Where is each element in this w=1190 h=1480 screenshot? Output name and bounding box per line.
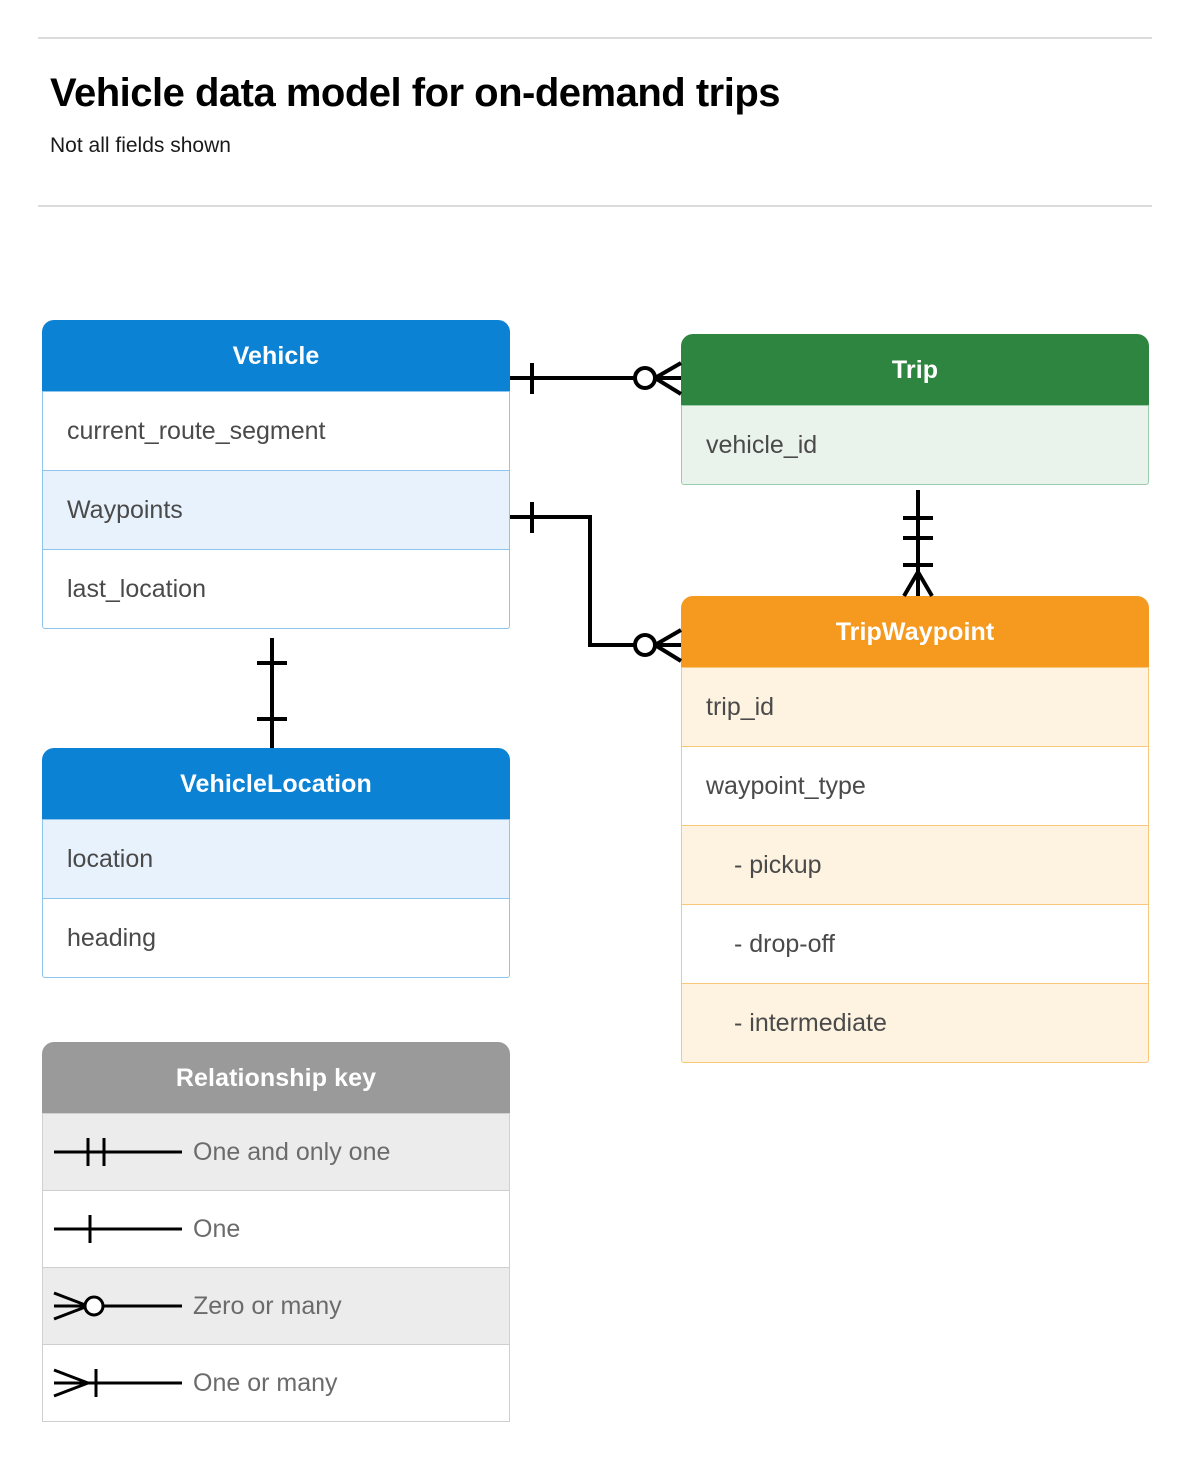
connector-trip-tripwaypoint <box>902 490 934 598</box>
field-row[interactable]: vehicle_id <box>681 405 1149 485</box>
legend-item-one: One <box>42 1190 510 1268</box>
field-row[interactable]: - intermediate <box>681 983 1149 1063</box>
one-icon <box>43 1209 193 1249</box>
entity-trip-fields: vehicle_id <box>681 405 1149 485</box>
field-row[interactable]: heading <box>42 898 510 978</box>
field-row[interactable]: - drop-off <box>681 904 1149 984</box>
entity-tripwaypoint[interactable]: TripWaypoint trip_id waypoint_type - pic… <box>681 596 1149 1063</box>
page-subtitle: Not all fields shown <box>50 134 231 157</box>
one-and-only-one-icon <box>43 1132 193 1172</box>
entity-vehiclelocation[interactable]: VehicleLocation location heading <box>42 748 510 978</box>
connector-vehicle-vehiclelocation <box>257 638 287 748</box>
one-or-many-icon <box>43 1363 193 1403</box>
field-row[interactable]: - pickup <box>681 825 1149 905</box>
field-row[interactable]: last_location <box>42 549 510 629</box>
page-title: Vehicle data model for on-demand trips <box>50 71 781 115</box>
field-row[interactable]: location <box>42 819 510 899</box>
legend-item-label: One and only one <box>193 1137 391 1166</box>
header-rule-bottom <box>38 205 1152 207</box>
field-row[interactable]: Waypoints <box>42 470 510 550</box>
field-row[interactable]: trip_id <box>681 667 1149 747</box>
legend-rows: One and only one One Zero <box>42 1113 510 1422</box>
entity-vehicle[interactable]: Vehicle current_route_segment Waypoints … <box>42 320 510 629</box>
entity-vehiclelocation-fields: location heading <box>42 819 510 978</box>
entity-trip-title: Trip <box>681 334 1149 406</box>
header-rule-top <box>38 37 1152 39</box>
entity-tripwaypoint-fields: trip_id waypoint_type - pickup - drop-of… <box>681 667 1149 1063</box>
field-row[interactable]: current_route_segment <box>42 391 510 471</box>
relationship-key-legend: Relationship key One and only one One <box>42 1042 510 1422</box>
entity-trip[interactable]: Trip vehicle_id <box>681 334 1149 485</box>
legend-title: Relationship key <box>42 1042 510 1114</box>
legend-item-one-and-only-one: One and only one <box>42 1113 510 1191</box>
legend-item-label: One or many <box>193 1368 338 1397</box>
connector-vehicle-trip <box>510 361 683 396</box>
entity-vehicle-title: Vehicle <box>42 320 510 392</box>
field-row[interactable]: waypoint_type <box>681 746 1149 826</box>
zero-or-many-icon <box>43 1286 193 1326</box>
legend-item-label: One <box>193 1214 241 1243</box>
legend-item-zero-or-many: Zero or many <box>42 1267 510 1345</box>
entity-vehiclelocation-title: VehicleLocation <box>42 748 510 820</box>
entity-vehicle-fields: current_route_segment Waypoints last_loc… <box>42 391 510 629</box>
entity-tripwaypoint-title: TripWaypoint <box>681 596 1149 668</box>
legend-item-label: Zero or many <box>193 1291 342 1320</box>
legend-item-one-or-many: One or many <box>42 1344 510 1422</box>
connector-vehicle-waypoints-tripwaypoint <box>510 502 683 663</box>
